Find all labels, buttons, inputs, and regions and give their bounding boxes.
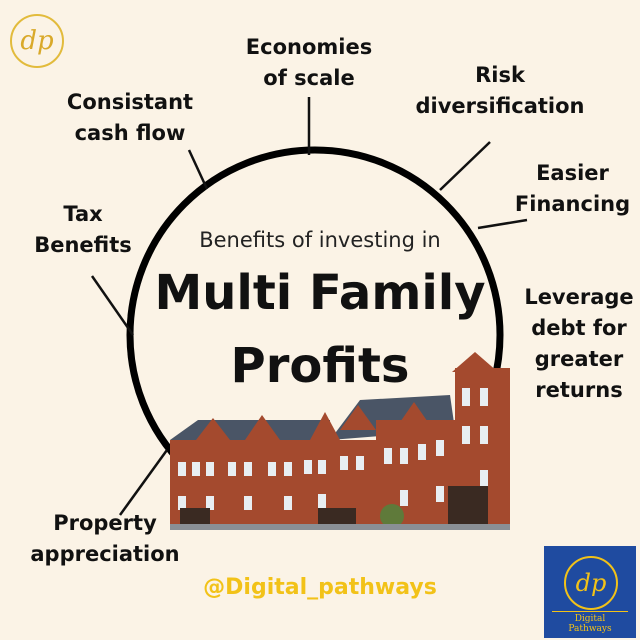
- connector-lines: [90, 97, 528, 516]
- benefit-leverage-debt: Leverage debt for greater returns: [524, 285, 634, 402]
- title-line-1: Multi Family: [154, 265, 486, 321]
- connector-tax: [90, 275, 135, 336]
- benefit-risk-diversification: Risk diversification: [415, 63, 585, 118]
- circle-subtitle: Benefits of investing in: [199, 228, 441, 252]
- benefit-easier-financing: Easier Financing: [514, 161, 631, 216]
- benefit-consistant-cash-flow: Consistant cash flow: [66, 90, 194, 145]
- logo-monogram-bottom: dp: [575, 569, 607, 597]
- apartment-building-illustration: [170, 352, 510, 530]
- logo-caption: Digital Pathways: [552, 611, 628, 634]
- brand-logo-bottom-right: dp Digital Pathways: [544, 546, 636, 638]
- logo-ring: dp: [564, 556, 618, 610]
- connector-risk: [439, 141, 491, 191]
- connector-financing: [477, 218, 528, 230]
- benefit-economies-of-scale: Economies of scale: [245, 35, 373, 90]
- benefit-tax-benefits: Tax Benefits: [34, 202, 132, 257]
- connector-cashflow: [187, 149, 209, 190]
- title-line-2: Profits: [230, 338, 410, 394]
- brand-logo-top: dp: [10, 14, 64, 68]
- social-handle: @Digital_pathways: [203, 575, 437, 600]
- benefit-property-appreciation: Property appreciation: [30, 511, 180, 566]
- logo-monogram: dp: [20, 26, 54, 56]
- connector-property: [118, 449, 169, 516]
